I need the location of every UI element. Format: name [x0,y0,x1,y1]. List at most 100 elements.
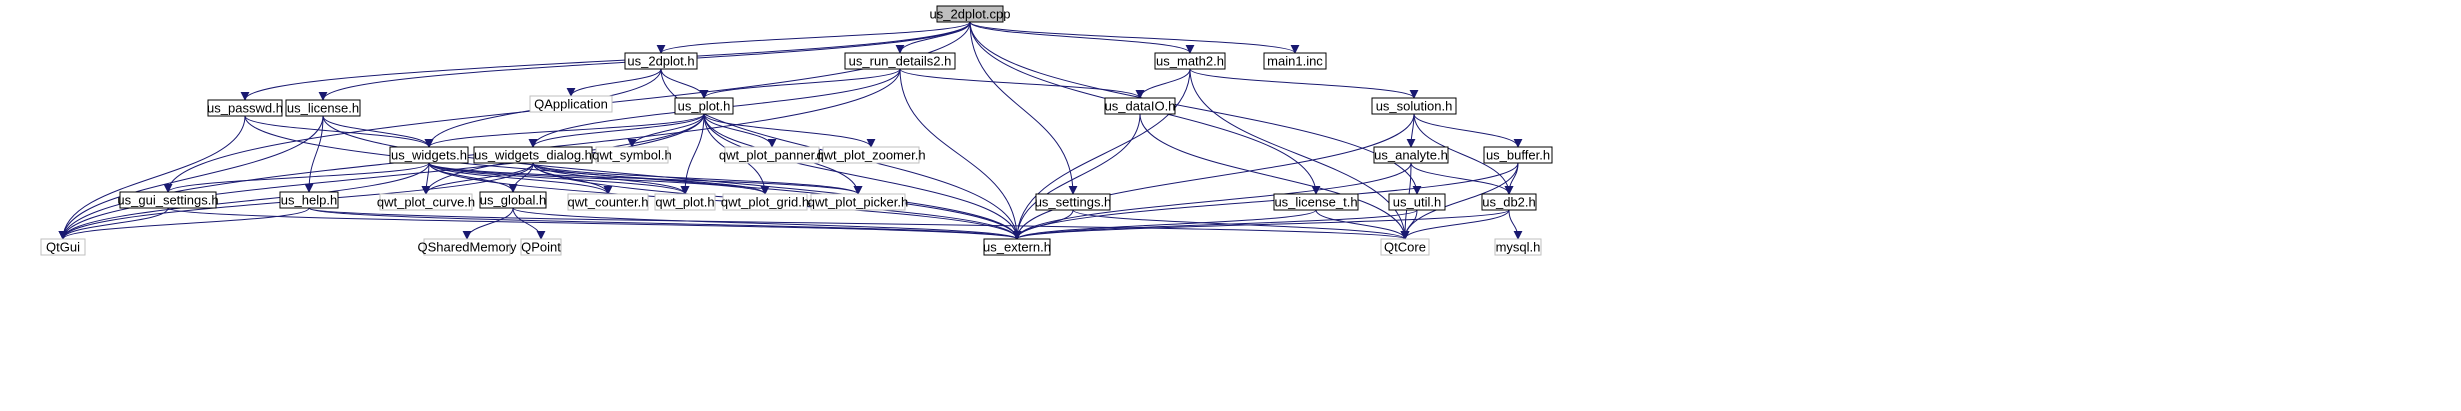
node-label: QtCore [1384,240,1426,255]
edge-us_util_h-to-qtcore [1400,209,1418,240]
edge-us_global_h-to-qsharedmemory [462,207,514,240]
node-label: us_run_details2.h [849,54,952,69]
node-label: us_db2.h [1482,195,1536,210]
node-label: QPoint [521,240,561,255]
node-us-settings-h[interactable]: us_settings.h [1035,193,1112,211]
edge-us_help_h-to-qtgui [58,207,310,240]
node-qwt-plot-curve-h[interactable]: qwt_plot_curve.h [377,193,475,211]
node-qtcore[interactable]: QtCore [1380,238,1430,256]
node-us-run-details2-h[interactable]: us_run_details2.h [844,52,956,70]
node-label: QSharedMemory [418,240,517,255]
node-label: us_help.h [281,193,337,208]
node-box [654,193,716,211]
edge-us_math2_h-to-qtcore [1189,68,1410,240]
edge-us_plot_h-to-us_extern_h [703,113,1022,240]
node-box [810,193,906,211]
edge-us_global_h-to-us_extern_h [512,207,1022,240]
node-qtgui[interactable]: QtGui [40,238,86,256]
node-label: qwt_plot_grid.h [721,195,809,210]
node-qwt-plot-grid-h[interactable]: qwt_plot_grid.h [721,193,809,211]
node-main1-inc[interactable]: main1.inc [1263,52,1327,70]
edge-us_math2_h-to-us_solution_h [1189,68,1419,99]
node-box [983,238,1051,256]
node-us-widgets-dialog-h[interactable]: us_widgets_dialog.h [473,146,593,164]
node-us-widgets-h[interactable]: us_widgets.h [389,146,469,164]
node-box [722,193,808,211]
node-box [822,146,920,164]
node-qwt-plot-zoomer-h[interactable]: qwt_plot_zoomer.h [816,146,926,164]
node-qwt-symbol-h[interactable]: qwt_symbol.h [592,146,672,164]
edge-us_2dplot_cpp-to-main1_inc [969,21,1300,54]
node-layer: us_2dplot.cpp us_2dplot.h us_run_details2.… [40,5,1553,256]
node-us-util-h[interactable]: us_util.h [1388,193,1446,211]
node-label: us_analyte.h [1374,148,1448,163]
edge-us_license_h-to-qtgui [58,115,324,240]
edge-us_math2_h-to-us_extern_h [1012,68,1191,240]
edge-us_solution_h-to-us_extern_h [1012,113,1415,240]
node-qapplication[interactable]: QApplication [529,95,613,113]
node-us-extern-h[interactable]: us_extern.h [983,238,1051,256]
node-qpoint[interactable]: QPoint [520,238,562,256]
edge-us_widgets_dialog_h-to-qwt_plot_picker_h [532,162,863,195]
node-label: us_settings.h [1035,195,1112,210]
node-box [1380,238,1430,256]
node-qwt-plot-picker-h[interactable]: qwt_plot_picker.h [808,193,908,211]
node-us-dataio-h[interactable]: us_dataIO.h [1104,97,1176,115]
edge-us_util_h-to-us_extern_h [1012,209,1418,240]
node-label: qwt_plot_curve.h [377,195,475,210]
edge-us_plot_h-to-qwt_symbol_h [627,113,705,148]
node-box [279,191,339,209]
node-us-db2-h[interactable]: us_db2.h [1481,193,1537,211]
node-box [595,146,669,164]
node-qwt-counter-h[interactable]: qwt_counter.h [567,193,649,211]
edge-us_analyte_h-to-us_extern_h [1012,162,1412,240]
node-box [520,238,562,256]
edge-us_dataio_h-to-us_extern_h [1012,113,1141,240]
node-label: us_gui_settings.h [117,193,218,208]
node-qwt-plot-panner-h[interactable]: qwt_plot_panner.h [719,146,825,164]
node-box [1373,146,1449,164]
node-box [567,193,649,211]
node-qsharedmemory[interactable]: QSharedMemory [418,238,517,256]
node-us-buffer-h[interactable]: us_buffer.h [1483,146,1553,164]
node-us-global-h[interactable]: us_global.h [479,191,547,209]
node-label: us_solution.h [1376,99,1453,114]
node-us-math2-h[interactable]: us_math2.h [1154,52,1226,70]
node-us-gui-settings-h[interactable]: us_gui_settings.h [117,191,219,209]
node-us-solution-h[interactable]: us_solution.h [1371,97,1457,115]
edge-us_2dplot_cpp-to-us_2dplot_h [656,21,971,54]
node-box [1104,97,1176,115]
edge-us_db2_h-to-qtcore [1400,209,1510,240]
node-label: QtGui [46,240,80,255]
node-label: mysql.h [1496,240,1541,255]
node-box [1263,52,1327,70]
node-label: us_util.h [1393,195,1441,210]
node-box [285,99,361,117]
edge-us_widgets_dialog_h-to-qwt_plot_h [532,162,690,195]
node-us-help-h[interactable]: us_help.h [279,191,339,209]
edge-us_widgets_h-to-qtgui [58,162,430,240]
node-box [40,238,86,256]
node-label: us_license_t.h [1274,195,1357,210]
edge-us_gui_settings_h-to-us_extern_h [167,207,1022,240]
node-box [624,52,698,70]
edge-us_widgets_dialog_h-to-qwt_plot_grid_h [532,162,770,195]
edge-us_plot_h-to-us_widgets_dialog_h [528,113,705,148]
node-us-license-t-h[interactable]: us_license_t.h [1273,193,1359,211]
node-label: qwt_plot_zoomer.h [816,148,925,163]
node-label: main1.inc [1267,54,1323,69]
node-us-plot-h[interactable]: us_plot.h [674,97,734,115]
node-us-2dplot-cpp[interactable]: us_2dplot.cpp [930,5,1011,23]
node-us-passwd-h[interactable]: us_passwd.h [207,99,283,117]
node-label: qwt_counter.h [568,195,649,210]
edge-us_license_h-to-us_help_h [304,115,324,193]
node-us-license-h[interactable]: us_license.h [285,99,361,117]
node-qwt-plot-h[interactable]: qwt_plot.h [654,193,716,211]
node-us-2dplot-h[interactable]: us_2dplot.h [624,52,698,70]
node-box [379,193,473,211]
node-us-analyte-h[interactable]: us_analyte.h [1373,146,1449,164]
node-box [119,191,217,209]
edge-us_help_h-to-us_extern_h [308,207,1022,240]
edge-us_widgets_h-to-qwt_plot_h [428,162,690,195]
node-mysql-h[interactable]: mysql.h [1494,238,1542,256]
